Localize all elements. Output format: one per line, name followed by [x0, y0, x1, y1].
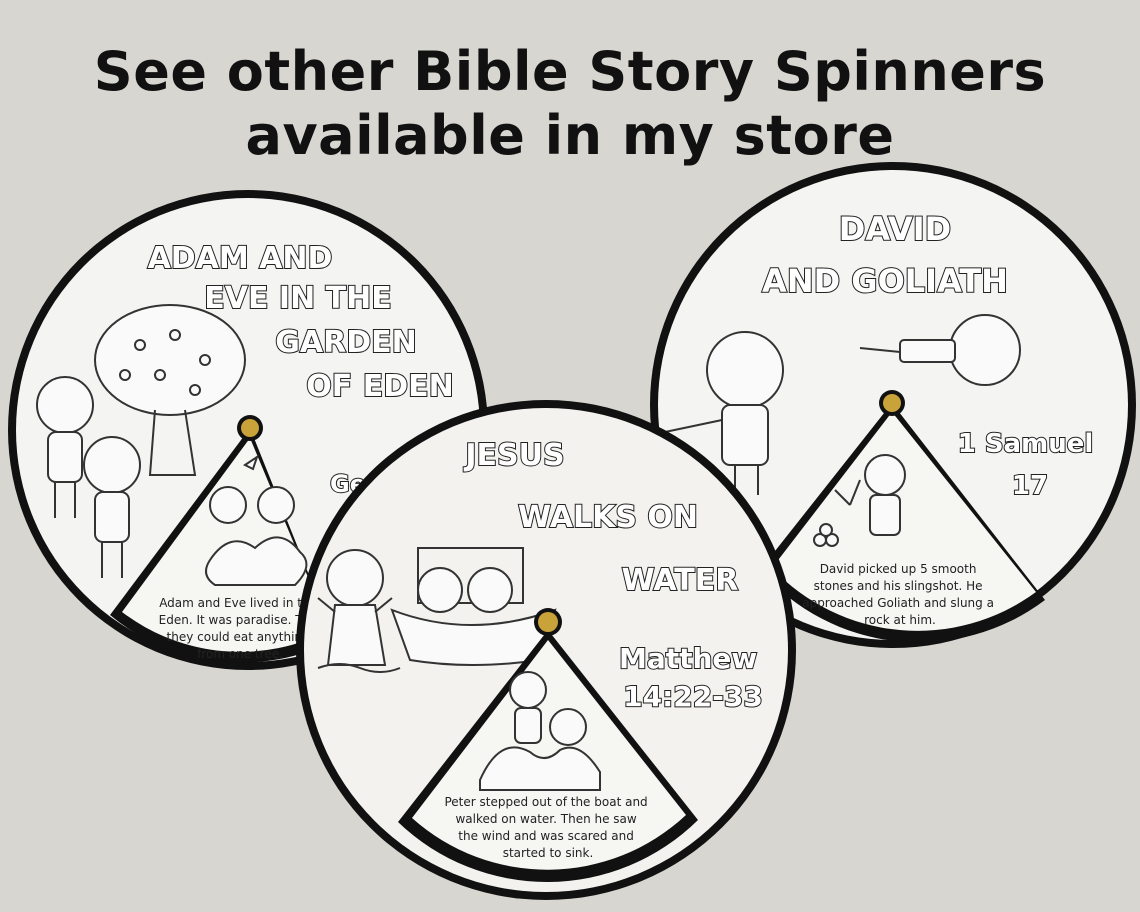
scripture-reference: Matthew 14:22-33 — [619, 642, 767, 713]
tree-illustration — [94, 304, 246, 476]
spinner-title-line: DAVID — [839, 210, 951, 248]
spinner-david-and-goliath: DAVID AND GOLIATH 1 Samuel 17 — [650, 162, 1136, 648]
eve-figure — [83, 436, 141, 578]
boat-illustration — [317, 547, 557, 673]
headline: See other Bible Story Spinners available… — [0, 40, 1140, 168]
spinner-window-inner — [412, 640, 686, 870]
story-text: David picked up 5 smooth stones and his … — [802, 562, 998, 627]
story-text: Adam and Eve lived in the Eden. It was p… — [159, 596, 322, 661]
spinner-title-line: EVE IN THE — [204, 281, 391, 316]
david-sling-scene — [813, 454, 906, 547]
spinner-title-line: AND GOLIATH — [762, 262, 1008, 300]
spinner-title-line: GARDEN — [275, 325, 416, 360]
david-figure — [664, 331, 784, 495]
spinner-title-line: OF EDEN — [306, 369, 453, 404]
goliath-figure — [859, 314, 1021, 386]
spinner-title-line: WATER — [622, 563, 739, 598]
jesus-figure — [317, 549, 393, 666]
headline-line-2: available in my store — [245, 104, 895, 167]
peter-sinking-scene — [479, 671, 601, 791]
story-text: Peter stepped out of the boat and walked… — [444, 795, 651, 860]
spinner-window-inner — [772, 412, 1036, 631]
scripture-reference: 1 Samuel 17 — [958, 429, 1103, 501]
spinner-title-line: JESUS — [463, 438, 564, 473]
garden-scene — [205, 454, 308, 586]
spinner-title-line: WALKS ON — [518, 500, 698, 535]
spinner-jesus-walks-on-water: JESUS WALKS ON WATER Matthew 14:22-33 — [296, 400, 796, 900]
adam-figure — [36, 376, 94, 518]
spinner-title-line: ADAM AND — [148, 241, 333, 276]
headline-line-1: See other Bible Story Spinners — [93, 40, 1047, 103]
